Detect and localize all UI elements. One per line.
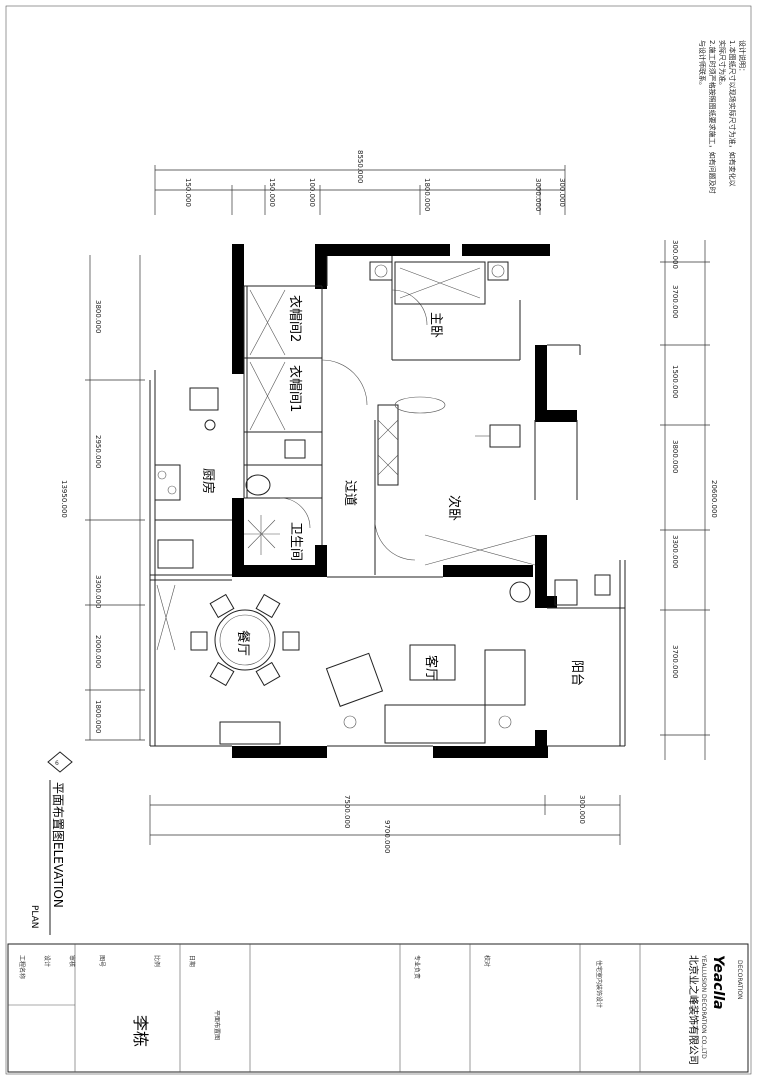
label-master-bedroom: 主卧 (428, 312, 443, 338)
right-dim-3: 3800.000 (671, 440, 679, 473)
partitions (149, 256, 626, 747)
bottom-dim-0: 7500.000 (343, 795, 351, 828)
tb-cell-6: 专业负责 (413, 955, 421, 979)
label-wardrobe-1: 衣帽间1 (287, 365, 303, 412)
master-bed (369, 261, 509, 305)
left-dim-4: 1800.000 (94, 700, 102, 733)
wall-north-stub (315, 244, 327, 289)
svg-text:6: 6 (55, 760, 59, 767)
company-en: YEALLUSION DECORATION CO.,LTD (700, 954, 707, 1059)
company-cn: 北京业之峰装饰有限公司 (687, 955, 700, 1065)
label-dining: 餐厅 (235, 630, 251, 656)
door-swings (279, 289, 428, 561)
wall-east-1 (535, 345, 547, 420)
wardrobe-marks (156, 289, 536, 651)
kitchen-fixtures (154, 387, 219, 569)
plan-title-sub: PLAN (29, 905, 39, 929)
top-dimensions: 8550.000 150.000 150.000 100.000 1800.00… (154, 150, 566, 215)
right-total-label: 20600.000 (710, 480, 718, 518)
top-dim-2: 100.000 (308, 178, 316, 207)
left-total-label: 13950.000 (60, 480, 68, 518)
bottom-dim-1: 300.000 (578, 795, 586, 824)
walls (232, 244, 577, 758)
designer-name: 李栋 (131, 1015, 150, 1047)
left-dim-2: 3300.000 (94, 575, 102, 608)
tb-cell-0: 工程名称 (18, 955, 26, 979)
plan-title: 6 平面布置图ELEVATION PLAN (29, 751, 73, 935)
wall-north-2 (462, 244, 550, 256)
company-logo: Yeaclla (710, 955, 726, 1010)
label-living: 客厅 (423, 655, 439, 681)
right-dim-1: 3700.000 (671, 285, 679, 318)
wall-north-1 (315, 244, 450, 256)
company-logo-sub: DECORATION (736, 960, 743, 1000)
wall-bedroom-south (443, 565, 533, 577)
label-corridor: 过道 (342, 480, 357, 506)
bottom-total-label: 9700.000 (383, 820, 391, 853)
label-second-bedroom: 次卧 (446, 495, 462, 521)
label-kitchen: 厨房 (200, 468, 216, 494)
section-mark-icon (47, 751, 73, 773)
note-line-2: 实际尺寸为准。 (718, 40, 727, 89)
bottom-dimensions: 7500.000 300.000 9700.000 (149, 795, 621, 853)
top-dim-5: 300.000 (558, 178, 566, 207)
label-balcony: 阳台 (569, 660, 584, 686)
left-dimensions: 13950.000 3800.000 2950.000 3300.000 200… (60, 255, 145, 741)
right-dim-4: 3300.000 (671, 535, 679, 568)
label-wardrobe-2: 衣帽间2 (287, 295, 303, 342)
tb-cell-5: 日期 (188, 955, 196, 967)
drawing-name: 平面布置图 (213, 1010, 221, 1040)
project-name: 住宅室内装饰设计 (595, 960, 603, 1008)
left-dim-1: 2950.000 (94, 435, 102, 468)
tb-cell-4: 比例 (153, 955, 161, 967)
tb-cell-2: 审核 (68, 955, 76, 967)
tb-cell-1: 设计 (43, 955, 51, 967)
note-line-3: 2.施工时须严格按照图纸要求施工，如有问题及时 (708, 40, 717, 194)
wall-east-2 (535, 535, 547, 608)
wall-bath-west (232, 498, 244, 576)
right-dimensions: 20600.000 300.000 3700.000 1500.000 3800… (660, 240, 718, 760)
room-labels: 主卧 衣帽间2 衣帽间1 厨房 过道 次卧 卫生间 餐厅 客厅 阳台 (200, 295, 584, 686)
design-notes: 设计说明： 1.本图纸尺寸以现场实际尺寸为准，如有变化以 实际尺寸为准。 2.施… (698, 40, 747, 194)
plan-title-main: 平面布置图ELEVATION (51, 782, 65, 908)
tb-cell-7: 校对 (483, 955, 491, 967)
note-line-4: 与设计师联系。 (698, 40, 707, 89)
label-bathroom: 卫生间 (288, 522, 303, 561)
note-line-1: 1.本图纸尺寸以现场实际尺寸为准，如有变化以 (728, 40, 737, 187)
living-furniture (219, 644, 526, 745)
top-dim-4: 3000.000 (534, 178, 542, 211)
wall-east-2-foot (535, 596, 557, 608)
top-total-label: 8550.000 (356, 150, 364, 183)
wall-bath-south (232, 565, 317, 577)
second-bedroom-furniture (377, 396, 521, 486)
balcony-fixtures (509, 574, 611, 606)
bathroom-fixtures (244, 439, 306, 555)
wall-south-1 (232, 746, 327, 758)
left-dim-3: 2000.000 (94, 635, 102, 668)
tb-cell-3: 图号 (98, 955, 105, 967)
top-dim-1: 150.000 (268, 178, 276, 207)
left-dim-0: 3800.000 (94, 300, 102, 333)
wall-east-jog (535, 410, 577, 422)
right-dim-2: 1500.000 (671, 365, 679, 398)
wall-south-2 (433, 746, 548, 758)
sheet-border (5, 5, 752, 1075)
wall-bath-east (315, 545, 327, 577)
wall-west-upper (232, 244, 244, 374)
title-block: 李栋 工程名称 设计 审核 图号 比例 日期 专业负责 校对 平面布置图 住宅室… (7, 943, 749, 1073)
right-dim-0: 300.000 (671, 240, 679, 269)
wall-south-stub (535, 730, 547, 758)
top-dim-0: 150.000 (184, 178, 192, 207)
note-line-0: 设计说明： (738, 40, 747, 75)
right-dim-5: 3700.000 (671, 645, 679, 678)
top-dim-3: 1800.000 (423, 178, 431, 211)
dining-set (190, 593, 300, 687)
